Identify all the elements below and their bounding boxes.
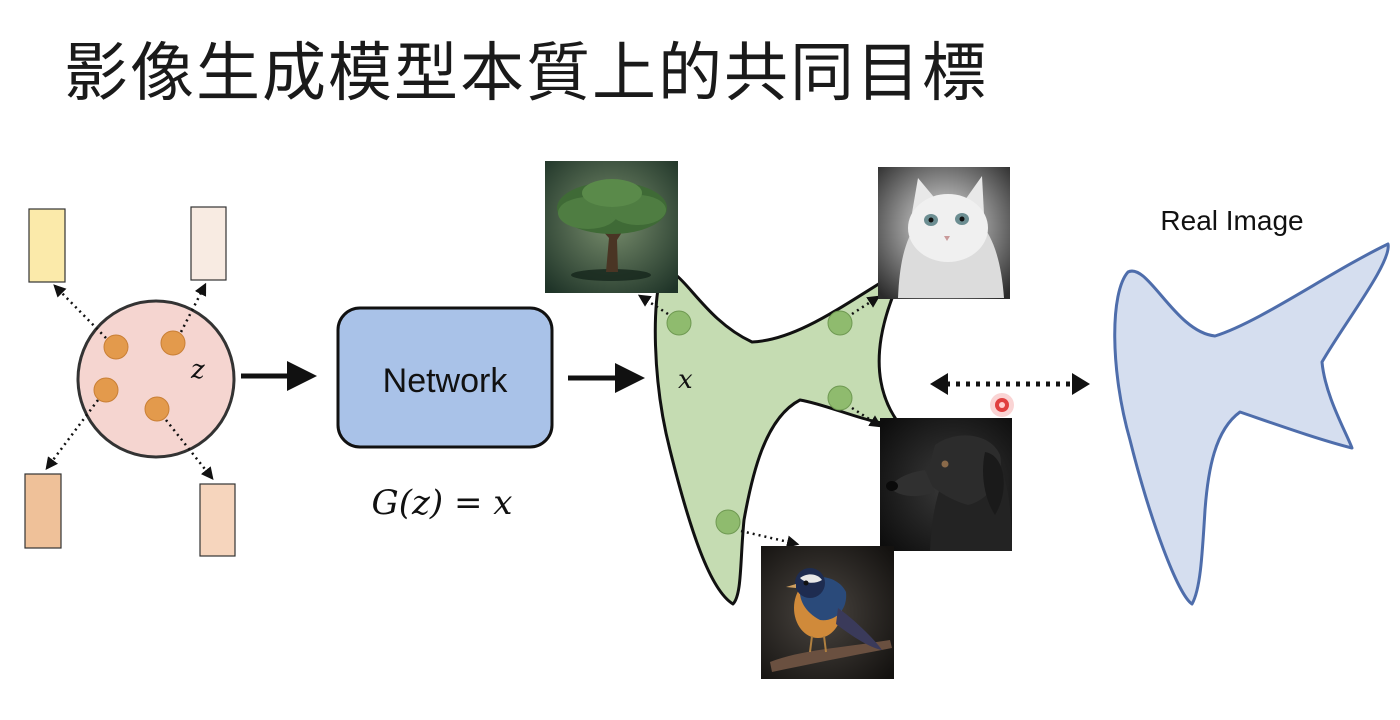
laser-pointer-dot: [990, 393, 1014, 417]
latent-sample-arrows: [45, 282, 214, 480]
network-label: Network: [383, 362, 509, 400]
output-label: x: [678, 365, 693, 395]
slide-title: 影像生成模型本質上的共同目標: [64, 37, 988, 111]
thumbnail-cat: [878, 167, 1010, 299]
generated-sample-dots: [666, 310, 853, 535]
real-distribution-shape: [1113, 242, 1390, 606]
sample-bar-2: [190, 206, 227, 281]
sample-bar-3: [24, 473, 62, 549]
thumbnail-bird: [761, 546, 894, 679]
equation: G(z) = x: [372, 483, 513, 523]
latent-label: z: [190, 355, 205, 385]
thumbnail-dog: [880, 418, 1012, 551]
generated-sample-arrows: [637, 294, 883, 548]
sample-bar-1: [28, 208, 66, 283]
latent-sample-dots: [93, 330, 186, 422]
thumbnail-tree: [545, 161, 678, 293]
sample-bar-4: [199, 483, 236, 557]
network-box: [336, 306, 554, 449]
real-image-label: Real Image: [1160, 205, 1303, 236]
comparison-double-arrow: [930, 373, 1090, 395]
